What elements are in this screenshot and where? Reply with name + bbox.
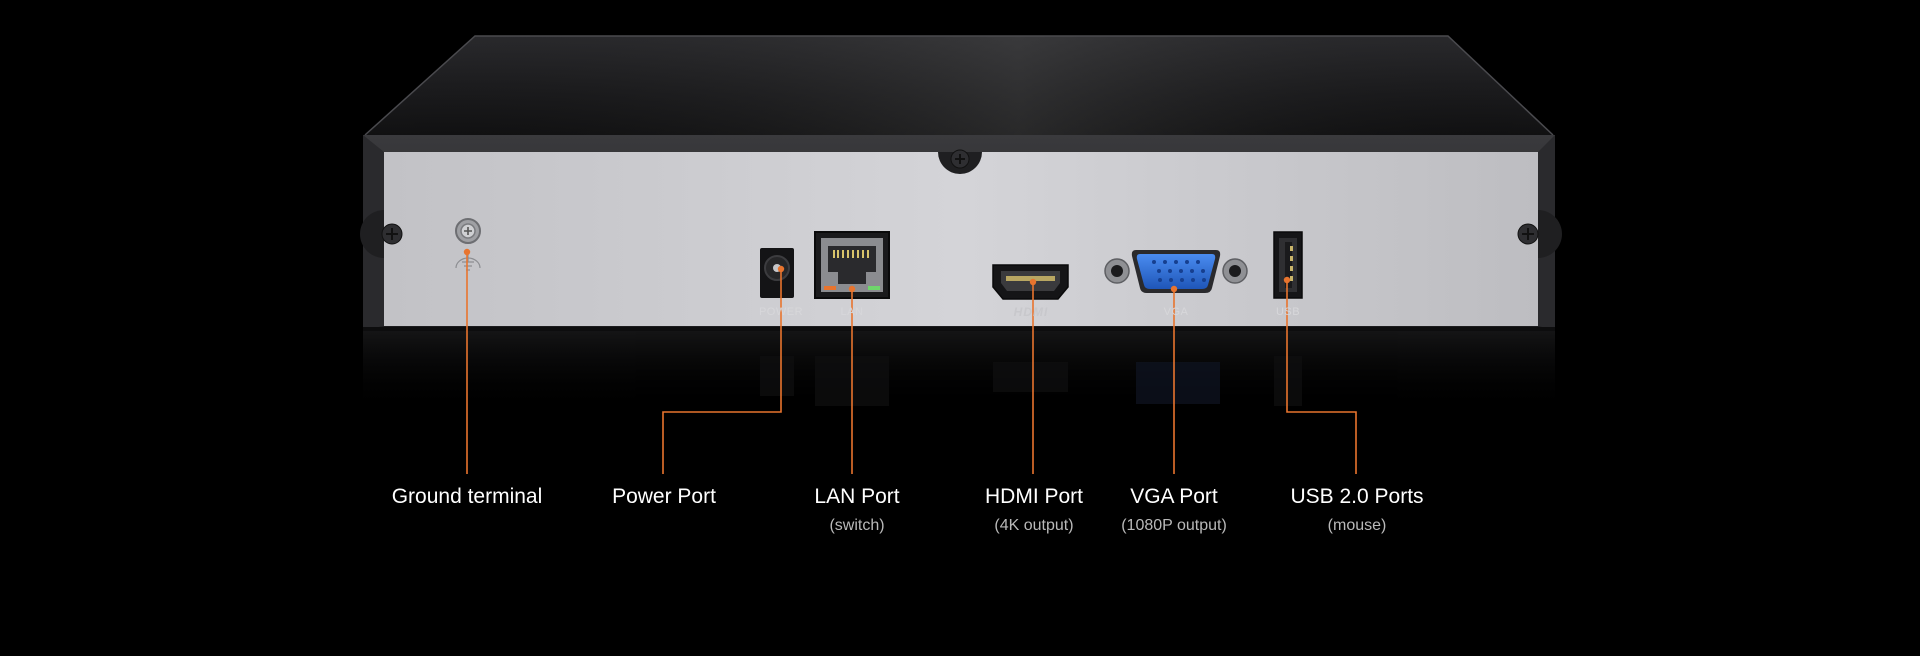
power-jack-icon — [760, 248, 794, 298]
callout-title: HDMI Port — [984, 485, 1084, 508]
usb-port-icon — [1273, 231, 1303, 299]
callout-power-port: Power Port — [612, 484, 716, 510]
callout-subtitle: (1080P output) — [1121, 517, 1227, 534]
callout-title: VGA Port — [1130, 485, 1218, 508]
callout-lan-port: LAN Port (switch) — [814, 484, 899, 536]
callout-vga-port: VGA Port (1080P output) — [1121, 484, 1227, 536]
chassis-front — [360, 135, 1562, 331]
leader-dots — [463, 248, 1291, 293]
callout-title: Ground terminal — [391, 485, 543, 508]
callout-ground-terminal: Ground terminal — [392, 484, 543, 510]
leader-lines — [466, 252, 1357, 474]
power-marking: POWER — [758, 306, 804, 318]
floor-reflection — [363, 331, 1555, 411]
callout-title: LAN Port — [814, 485, 900, 508]
usb-marking: USB — [1275, 306, 1301, 318]
callout-subtitle: (mouse) — [1327, 517, 1387, 534]
leader-line-power — [662, 269, 782, 474]
callout-usb-ports: USB 2.0 Ports (mouse) — [1290, 484, 1423, 536]
vga-port-icon — [1104, 250, 1248, 293]
callout-title: USB 2.0 Ports — [1290, 485, 1424, 508]
leader-line-usb — [1286, 280, 1357, 474]
callout-title: Power Port — [612, 485, 716, 508]
lan-marking: LAN — [840, 306, 864, 318]
chassis-top — [364, 35, 1554, 136]
hdmi-marking: HDMI — [1013, 305, 1049, 319]
callout-subtitle: (switch) — [829, 517, 885, 534]
lan-port-icon — [814, 231, 890, 299]
callout-hdmi-port: HDMI Port (4K output) — [985, 484, 1083, 536]
ground-terminal-icon — [455, 218, 481, 271]
vga-marking: VGA — [1163, 306, 1189, 318]
callout-subtitle: (4K output) — [994, 517, 1074, 534]
